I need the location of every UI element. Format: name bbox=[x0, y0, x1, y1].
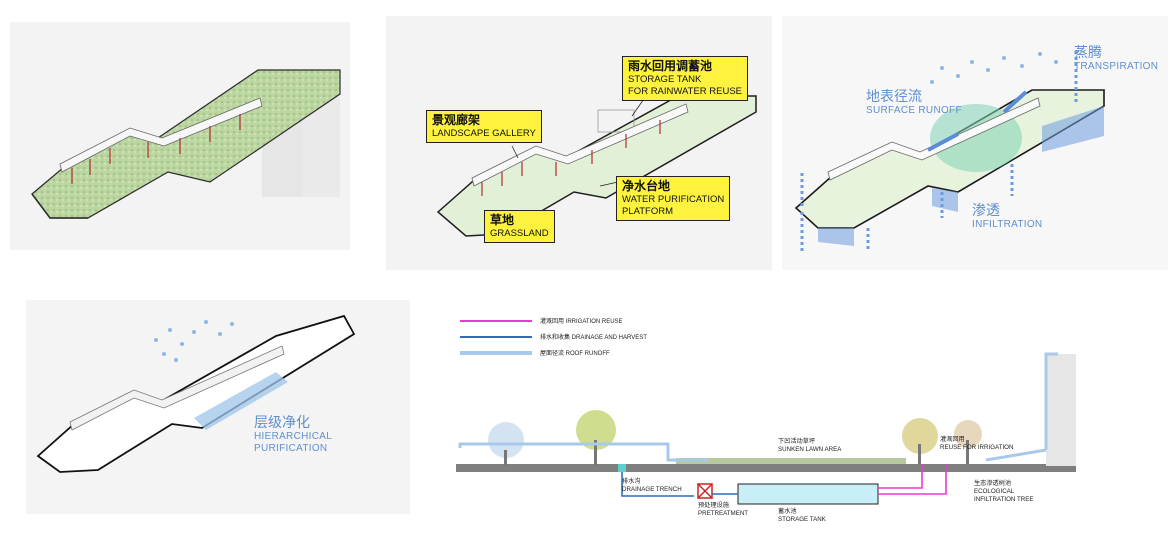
label-surface-runoff: 地表径流 SURFACE RUNOFF bbox=[866, 88, 962, 117]
legend-irrigation: 灌溉回用 IRRIGATION REUSE bbox=[460, 316, 623, 325]
trees bbox=[488, 410, 982, 466]
callout-en: GRASSLAND bbox=[490, 228, 549, 239]
label-en: STORAGE TANK bbox=[778, 516, 826, 523]
irrigation-reuse-line bbox=[878, 464, 947, 495]
legend-label: 屋面径流 ROOF RUNOFF bbox=[540, 351, 610, 357]
tall-building bbox=[1046, 354, 1076, 466]
label-en: REUSE FOR IRRIGATION bbox=[940, 444, 1014, 451]
label-ecological-tree: 生态渗透树池 ECOLOGICAL INFILTRATION TREE bbox=[974, 480, 1033, 504]
label-zh: 排水沟 bbox=[622, 478, 641, 485]
label-reuse-irrigation: 灌溉回用 REUSE FOR IRRIGATION bbox=[940, 436, 1013, 452]
drainage-trench-marker bbox=[618, 464, 626, 472]
legend-label: 灌溉回用 IRRIGATION REUSE bbox=[540, 319, 623, 325]
panel-green-roof bbox=[10, 22, 350, 250]
ground-line bbox=[456, 464, 1076, 472]
landscape-gallery bbox=[69, 345, 285, 431]
transpiration-drops bbox=[930, 52, 1058, 84]
legend-swatch bbox=[460, 335, 532, 338]
section-drawing bbox=[456, 352, 1076, 505]
functions-axonometric bbox=[436, 95, 757, 237]
label-en: SUNKEN LAWN AREA bbox=[778, 446, 842, 453]
callout-en: STORAGE TANK bbox=[628, 74, 702, 85]
legend-swatch bbox=[460, 319, 532, 322]
panel-section: 灌溉回用 IRRIGATION REUSE 排水和收集 DRAINAGE AND… bbox=[446, 290, 1078, 530]
panel-water-cycle: 蒸腾 TRANSPIRATION 地表径流 SURFACE RUNOFF 渗透 … bbox=[782, 16, 1168, 270]
legend-drainage: 排水和收集 DRAINAGE AND HARVEST bbox=[460, 332, 647, 341]
landscape-gallery bbox=[471, 103, 689, 187]
callout-en: WATER PURIFICATION bbox=[622, 194, 725, 205]
label-sunken-lawn: 下凹活动草坪 SUNKEN LAWN AREA bbox=[778, 438, 841, 454]
runoff-arrow bbox=[927, 132, 959, 152]
sunken-lawn bbox=[676, 458, 906, 464]
label-en: PRETREATMENT bbox=[698, 510, 749, 517]
landscape-gallery bbox=[827, 97, 1041, 181]
drainage-line bbox=[621, 468, 694, 497]
label-zh: 灌溉回用 bbox=[940, 436, 965, 443]
callout-zh: 景观廊架 bbox=[432, 113, 481, 127]
label-en: DRAINAGE TRENCH bbox=[622, 486, 682, 493]
green-roof-axonometric bbox=[31, 69, 341, 219]
callout-grassland: 草地 GRASSLAND bbox=[484, 210, 555, 243]
label-zh: 蓄水池 bbox=[778, 508, 797, 515]
label-en: INFILTRATION bbox=[972, 219, 1043, 230]
callout-water-purification: 净水台地 WATER PURIFICATION PLATFORM bbox=[616, 176, 731, 221]
label-zh: 层级净化 bbox=[254, 414, 310, 430]
label-zh: 生态渗透树池 bbox=[974, 480, 1012, 487]
label-hierarchical-purification: 层级净化 HIERARCHICAL PURIFICATION bbox=[254, 414, 332, 455]
callout-landscape-gallery: 景观廊架 LANDSCAPE GALLERY bbox=[426, 110, 542, 143]
gallery-columns bbox=[71, 114, 241, 184]
rain-drops bbox=[154, 320, 234, 362]
label-zh: 预处理设施 bbox=[698, 502, 729, 509]
infiltration-fringe bbox=[818, 106, 1104, 246]
storage-tank-outline bbox=[597, 109, 635, 133]
callout-en: PLATFORM bbox=[622, 206, 674, 217]
runoff-arrow bbox=[1002, 90, 1028, 114]
label-storage-tank: 蓄水池 STORAGE TANK bbox=[778, 508, 826, 524]
legend-roof-runoff: 屋面径流 ROOF RUNOFF bbox=[460, 348, 610, 357]
label-en: HIERARCHICAL bbox=[254, 431, 333, 442]
label-transpiration: 蒸腾 TRANSPIRATION bbox=[1074, 44, 1158, 73]
callout-zh: 草地 bbox=[490, 213, 515, 227]
callout-storage-tank: 雨水回用调蓄池 STORAGE TANK FOR RAINWATER REUSE bbox=[622, 56, 749, 101]
roof-runoff-line bbox=[458, 442, 708, 462]
label-drainage-trench: 排水沟 DRAINAGE TRENCH bbox=[622, 478, 682, 494]
label-en: TRANSPIRATION bbox=[1074, 61, 1159, 72]
label-en: ECOLOGICAL bbox=[974, 488, 1015, 495]
callout-zh: 净水台地 bbox=[622, 179, 671, 193]
landscape-gallery bbox=[59, 97, 263, 173]
callout-zh: 雨水回用调蓄池 bbox=[628, 59, 713, 73]
legend-swatch bbox=[460, 350, 532, 355]
legend-label: 排水和收集 DRAINAGE AND HARVEST bbox=[540, 335, 647, 341]
label-zh: 下凹活动草坪 bbox=[778, 438, 816, 445]
label-pretreatment: 预处理设施 PRETREATMENT bbox=[698, 502, 748, 518]
label-infiltration: 渗透 INFILTRATION bbox=[972, 202, 1042, 231]
water-cycle-axonometric bbox=[794, 50, 1105, 252]
panel-functions: 雨水回用调蓄池 STORAGE TANK FOR RAINWATER REUSE… bbox=[386, 16, 772, 270]
callout-en: LANDSCAPE GALLERY bbox=[432, 128, 536, 139]
roof-runoff-line bbox=[1044, 352, 1058, 450]
label-en: SURFACE RUNOFF bbox=[866, 105, 962, 116]
label-zh: 地表径流 bbox=[866, 88, 922, 104]
panel-purification: 层级净化 HIERARCHICAL PURIFICATION bbox=[26, 300, 410, 514]
label-en: INFILTRATION TREE bbox=[974, 496, 1034, 503]
purification-axonometric bbox=[36, 314, 356, 473]
purification-water bbox=[194, 372, 288, 430]
label-en: PURIFICATION bbox=[254, 443, 328, 454]
callout-en: FOR RAINWATER REUSE bbox=[628, 86, 743, 97]
label-zh: 蒸腾 bbox=[1074, 44, 1102, 60]
storage-tank bbox=[737, 483, 879, 505]
label-zh: 渗透 bbox=[972, 202, 1000, 218]
